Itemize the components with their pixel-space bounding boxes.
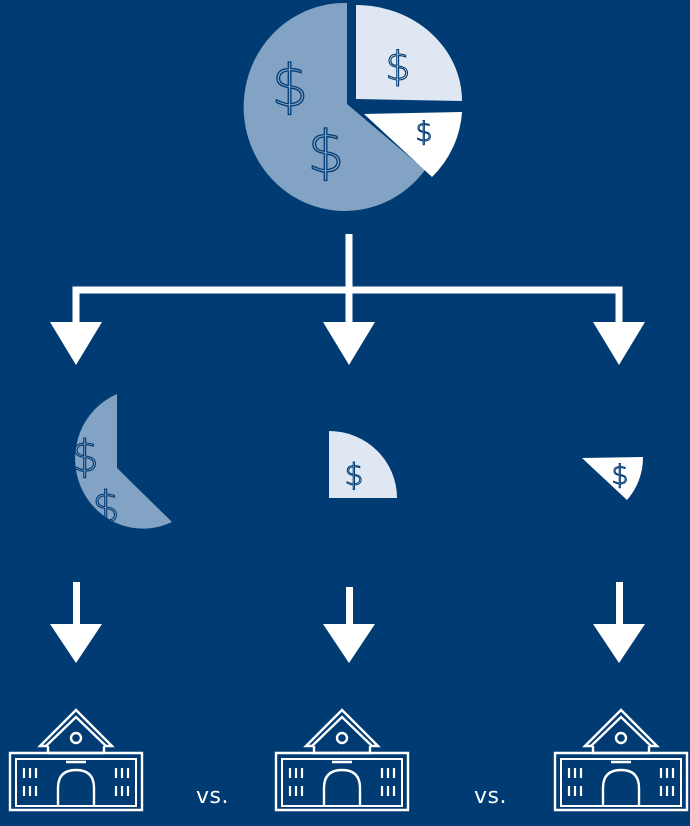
dollar-sign-icon: $ bbox=[308, 118, 345, 186]
pie-slice-large bbox=[243, 2, 425, 211]
down-arrow-icon bbox=[593, 582, 645, 663]
split-slice-large: $ $ bbox=[70, 394, 172, 534]
school-building-icon bbox=[8, 708, 144, 812]
dollar-sign-icon: $ bbox=[344, 458, 363, 493]
school-building-icon bbox=[274, 708, 410, 812]
dollar-sign-icon: $ bbox=[415, 117, 432, 148]
dollar-sign-icon: $ bbox=[71, 431, 99, 482]
dollar-sign-icon: $ bbox=[272, 52, 309, 120]
down-arrow-icon bbox=[323, 587, 375, 663]
split-slice-small: $ bbox=[582, 457, 644, 500]
dollar-sign-icon: $ bbox=[92, 482, 120, 533]
dollar-sign-icon: $ bbox=[385, 44, 410, 90]
dollar-sign-icon: $ bbox=[611, 460, 628, 491]
down-arrow-icon bbox=[50, 322, 102, 365]
main-pie-chart: $ $ $ $ bbox=[243, 2, 462, 211]
down-arrow-icon bbox=[323, 322, 375, 365]
down-arrow-icon bbox=[50, 582, 102, 663]
down-arrow-icon bbox=[593, 322, 645, 365]
school-building-icon bbox=[553, 708, 689, 812]
pie-slice-small bbox=[364, 112, 462, 177]
pie-slice-medium bbox=[356, 5, 462, 101]
vs-label: vs. bbox=[196, 784, 229, 809]
split-slice-medium: $ bbox=[329, 431, 397, 498]
branch-connector bbox=[72, 234, 623, 326]
vs-label: vs. bbox=[474, 784, 507, 809]
